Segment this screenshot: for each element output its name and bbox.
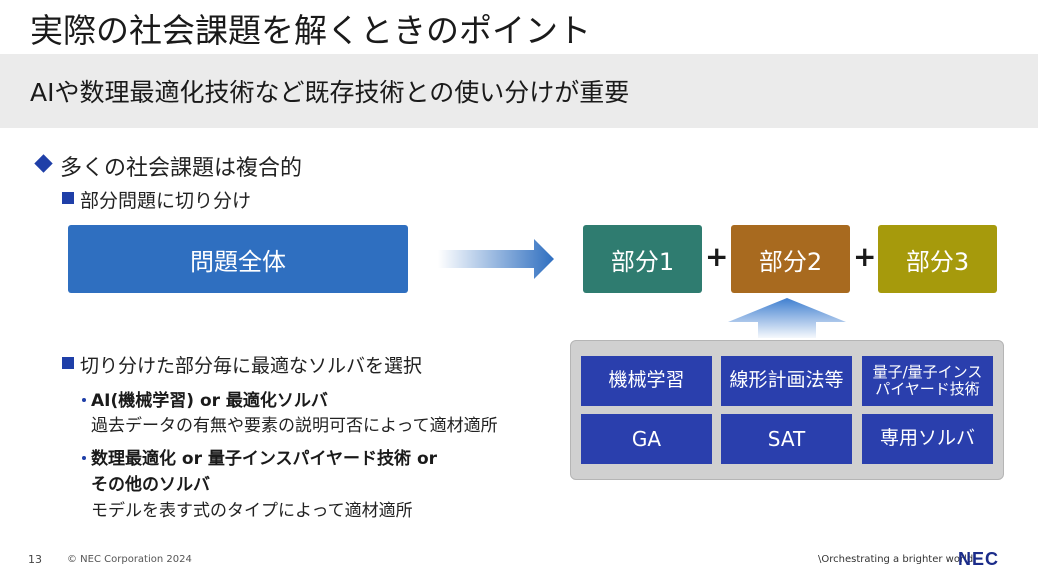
square-bullet-icon xyxy=(62,192,74,204)
sub1-description: 過去データの有無や要素の説明可否によって適材適所 xyxy=(91,416,498,436)
page-subtitle: AIや数理最適化技術など既存技術との使い分けが重要 xyxy=(30,78,630,107)
whole-problem-box: 問題全体 xyxy=(68,225,408,293)
solver-ga: GA xyxy=(581,414,712,464)
part-1-box: 部分1 xyxy=(583,225,702,293)
bullet-split-problems: 部分問題に切り分け xyxy=(80,190,252,212)
square-bullet-icon xyxy=(62,357,74,369)
plus-sign: + xyxy=(705,240,729,273)
sub1-title: AI(機械学習) or 最適化ソルバ xyxy=(91,391,328,411)
page-title: 実際の社会課題を解くときのポイント xyxy=(30,11,591,50)
dot-bullet-icon xyxy=(82,398,86,402)
page-number: 13 xyxy=(28,553,42,566)
sub2-description: モデルを表す式のタイプによって適材適所 xyxy=(91,501,413,521)
dot-bullet-icon xyxy=(82,456,86,460)
sub2-title-line1: 数理最適化 or 量子インスパイヤード技術 or xyxy=(91,449,438,469)
bullet-complex-problems: 多くの社会課題は複合的 xyxy=(60,156,303,181)
solver-machine-learning: 機械学習 xyxy=(581,356,712,406)
solver-sat: SAT xyxy=(721,414,852,464)
subtitle-band xyxy=(0,54,1038,128)
tagline: \Orchestrating a brighter world xyxy=(818,554,974,565)
up-arrow-icon xyxy=(728,298,846,338)
part-2-box: 部分2 xyxy=(731,225,850,293)
nec-logo: NEC xyxy=(958,549,1000,569)
diamond-bullet-icon xyxy=(34,154,53,173)
sub2-title-line2: その他のソルバ xyxy=(91,475,210,495)
solver-linear-programming: 線形計画法等 xyxy=(721,356,852,406)
solver-quantum-inspired: 量子/量子インス パイヤード技術 xyxy=(862,356,993,406)
copyright: © NEC Corporation 2024 xyxy=(67,554,192,565)
right-arrow-icon xyxy=(438,239,554,279)
part-3-box: 部分3 xyxy=(878,225,997,293)
bullet-select-solver: 切り分けた部分毎に最適なソルバを選択 xyxy=(80,355,423,377)
plus-sign: + xyxy=(853,240,877,273)
solver-dedicated: 専用ソルバ xyxy=(862,414,993,464)
